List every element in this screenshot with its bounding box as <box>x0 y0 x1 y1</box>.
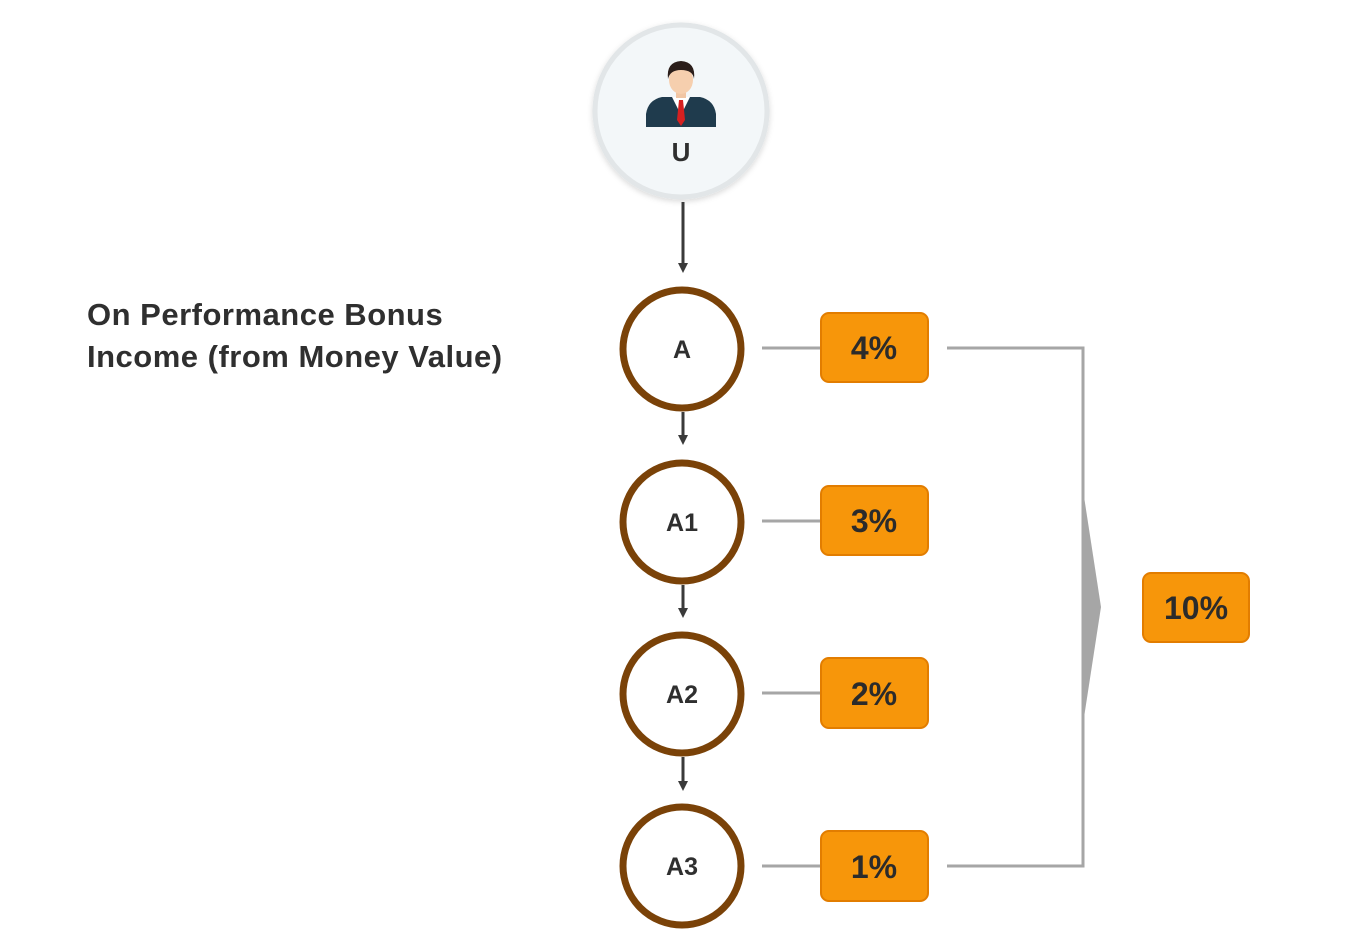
total-percent-badge: 10% <box>1142 572 1250 643</box>
level-node-a3: A3 <box>619 803 745 929</box>
sum-bracket <box>947 346 1101 868</box>
percent-label-a: 4% <box>851 330 897 366</box>
level-node-a2: A2 <box>619 631 745 757</box>
node-to-badge-connectors <box>762 346 821 868</box>
percent-badge-a1: 3% <box>820 485 929 556</box>
node-label-a1: A1 <box>666 509 698 537</box>
diagram-title: On Performance Bonus Income (from Money … <box>87 294 503 378</box>
user-avatar-icon <box>646 61 716 127</box>
percent-label-a1: 3% <box>851 503 897 539</box>
node-label-a: A <box>673 336 691 364</box>
title-line-2: Income (from Money Value) <box>87 339 503 374</box>
root-label: U <box>672 137 691 167</box>
level-node-a: A <box>619 286 745 412</box>
level-node-a1: A1 <box>619 459 745 585</box>
percent-badge-a: 4% <box>820 312 929 383</box>
title-line-1: On Performance Bonus <box>87 297 444 332</box>
percent-badge-a2: 2% <box>820 657 929 729</box>
percent-label-a2: 2% <box>851 676 897 712</box>
percent-badge-a3: 1% <box>820 830 929 902</box>
percent-label-a3: 1% <box>851 849 897 885</box>
total-percent-label: 10% <box>1164 590 1228 626</box>
root-node: U <box>592 22 770 200</box>
node-label-a2: A2 <box>666 681 698 709</box>
node-label-a3: A3 <box>666 853 698 881</box>
